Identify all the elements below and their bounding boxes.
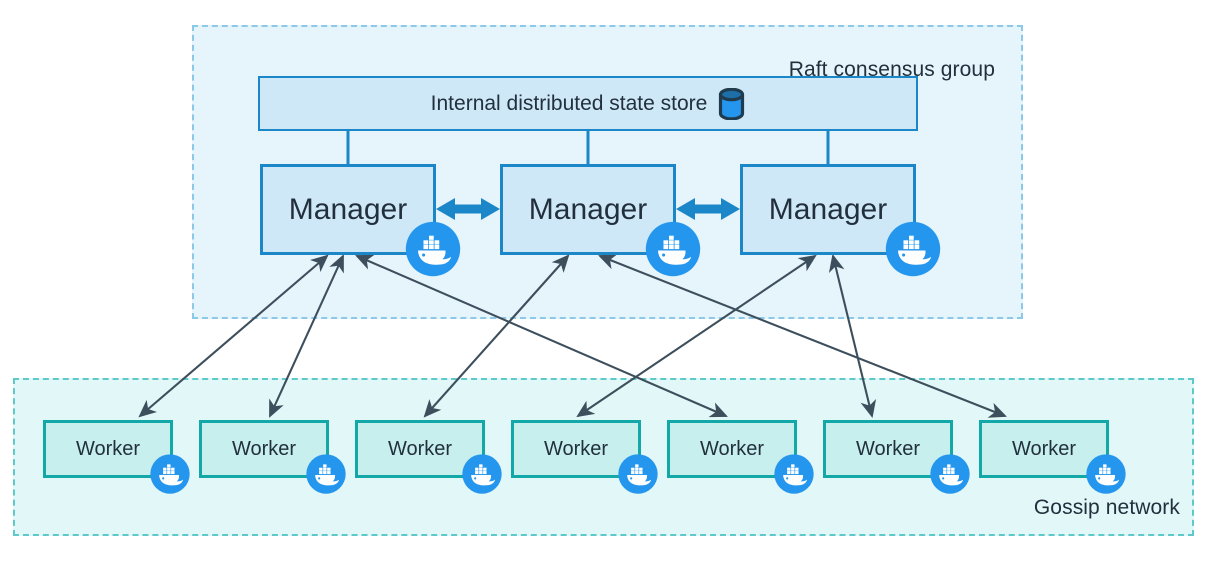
worker-label: Worker — [855, 437, 921, 460]
worker-label: Worker — [75, 437, 141, 460]
docker-whale-icon — [1086, 454, 1126, 494]
worker-node-7[interactable]: Worker — [979, 420, 1126, 494]
docker-whale-icon — [885, 221, 941, 277]
manager-label: Manager — [288, 192, 408, 226]
worker-node-6[interactable]: Worker — [823, 420, 970, 494]
worker-label: Worker — [1011, 437, 1077, 460]
docker-whale-icon — [462, 454, 502, 494]
manager-node-3[interactable]: Manager — [740, 164, 941, 277]
gossip-network-label: Gossip network — [1033, 496, 1180, 519]
raft-group-label: Raft consensus group — [788, 58, 995, 81]
manager-node-2[interactable]: Manager — [500, 164, 701, 277]
internal-state-store-node: Internal distributed state store — [258, 76, 918, 131]
state-store-label: Internal distributed state store — [430, 91, 708, 115]
worker-node-3[interactable]: Worker — [355, 420, 502, 494]
worker-label: Worker — [231, 437, 297, 460]
docker-whale-icon — [405, 221, 461, 277]
docker-whale-icon — [150, 454, 190, 494]
worker-node-1[interactable]: Worker — [43, 420, 190, 494]
docker-whale-icon — [618, 454, 658, 494]
worker-label: Worker — [699, 437, 765, 460]
worker-node-2[interactable]: Worker — [199, 420, 346, 494]
manager-label: Manager — [528, 192, 648, 226]
worker-label: Worker — [387, 437, 453, 460]
manager-label: Manager — [768, 192, 888, 226]
docker-whale-icon — [774, 454, 814, 494]
docker-whale-icon — [930, 454, 970, 494]
worker-label: Worker — [543, 437, 609, 460]
worker-node-5[interactable]: Worker — [667, 420, 814, 494]
docker-whale-icon — [306, 454, 346, 494]
state-store-content: Internal distributed state store — [430, 87, 746, 120]
worker-node-4[interactable]: Worker — [511, 420, 658, 494]
docker-whale-icon — [645, 221, 701, 277]
manager-node-1[interactable]: Manager — [260, 164, 461, 277]
database-cylinder-icon — [719, 87, 745, 120]
